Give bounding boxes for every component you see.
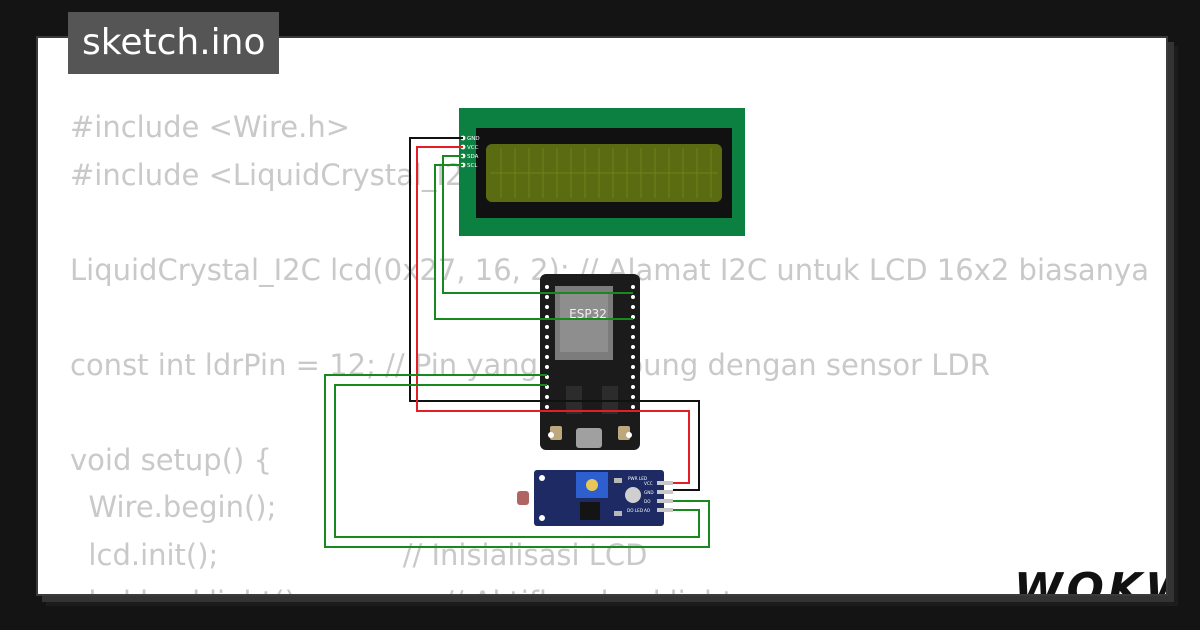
- wire-do: [324, 374, 710, 548]
- code-line: lcd.backlight(); // Aktifkan backlight: [70, 579, 1149, 594]
- ldr-pin-label: VCC: [644, 481, 653, 486]
- lcd-pin-label: GND: [467, 136, 480, 142]
- ldr-pin-ao[interactable]: [657, 508, 673, 512]
- code-line: void setup() {: [70, 442, 272, 477]
- ldr-pin-vcc[interactable]: [657, 481, 673, 485]
- wire-ao: [334, 384, 700, 538]
- wokwi-logo: WOKWi: [1014, 564, 1166, 596]
- wire-scl: [434, 164, 633, 320]
- code-line: lcd.init(); // Inisialisasi LCD: [70, 537, 648, 572]
- circuit-diagram: GND VCC SDA SCL ESP32: [324, 108, 745, 548]
- photoresistor: [517, 491, 529, 505]
- file-tab[interactable]: sketch.ino: [68, 12, 280, 74]
- ldr-led-label: PWR LED: [628, 476, 647, 481]
- ldr-pin-do[interactable]: [657, 499, 673, 503]
- wires: [324, 137, 710, 548]
- code-line: Wire.begin();: [70, 490, 277, 524]
- ldr-pin-label: DO: [644, 499, 651, 504]
- wire-gnd-lcd: [409, 137, 700, 491]
- ldr-pin-label: GND: [644, 490, 654, 495]
- code-preview-card: #include <Wire.h>#include <LiquidCrystal…: [36, 36, 1168, 596]
- code-line: #include <Wire.h>: [70, 110, 351, 144]
- esp32-board: ESP32: [540, 274, 640, 450]
- ldr-pin-label: AO: [644, 508, 651, 513]
- lcd-pin-label: SCL: [467, 163, 478, 169]
- wire-sda: [442, 155, 633, 294]
- lcd-pin-label: SDA: [467, 154, 479, 160]
- esp32-label: ESP32: [569, 307, 607, 321]
- lcd-module: GND VCC SDA SCL: [459, 108, 745, 236]
- lcd-pin-label: VCC: [467, 145, 479, 151]
- ldr-pin-gnd[interactable]: [657, 490, 673, 494]
- wire-vcc-lcd: [416, 146, 690, 484]
- ldr-led-label: DO LED: [627, 508, 643, 513]
- usb-port: [576, 428, 602, 448]
- ldr-module: PWR LED DO LED VCC GND DO AO: [517, 470, 673, 526]
